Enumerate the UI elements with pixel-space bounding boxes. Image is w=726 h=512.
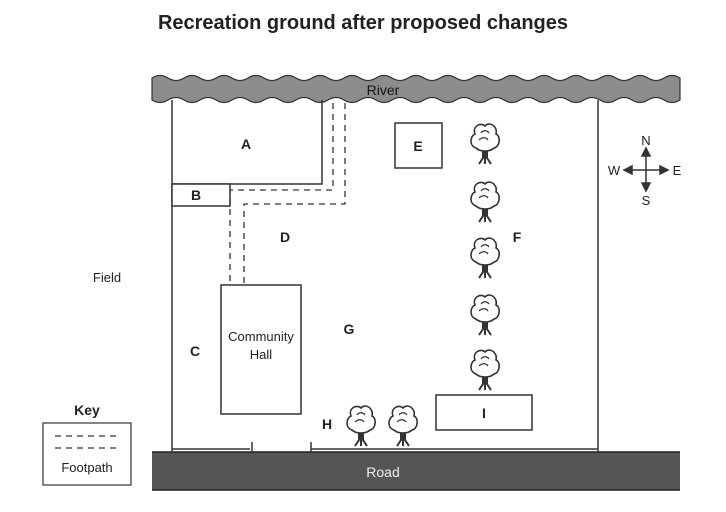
area-g-label: G [344,321,355,337]
area-b-label: B [191,187,201,203]
tree-icon [470,348,501,391]
community-hall-label-line1: Community [228,329,294,344]
map-title: Recreation ground after proposed changes [157,12,569,34]
compass-south: S [642,193,651,208]
tree-icon [388,404,419,447]
tree-icon [470,122,501,165]
river-band [151,74,681,104]
river-label: River [367,82,400,98]
compass-west: W [608,163,621,178]
key-box [42,422,132,486]
key-heading: Key [74,402,100,418]
compass-icon [622,146,670,193]
area-i-label: I [482,405,486,421]
area-e [394,122,443,169]
area-d-label: D [280,229,290,245]
key-footpath-label: Footpath [61,460,112,475]
community-hall-label-line2: Hall [250,347,273,362]
tree-icon [470,180,501,223]
area-e-label: E [413,138,422,154]
area-f-label: F [513,229,522,245]
road-label: Road [366,464,399,480]
footpath [229,103,346,284]
ground-boundary [171,100,599,452]
road-band [152,452,680,490]
tree-icon [470,236,501,279]
tree-icon [470,293,501,336]
compass-east: E [673,163,682,178]
tree-icon [346,404,377,447]
compass-north: N [641,133,650,148]
area-c-label: C [190,343,200,359]
community-hall [220,284,302,415]
area-h-label: H [322,416,332,432]
area-b [171,183,231,207]
area-a-label: A [241,136,251,152]
area-i [435,394,533,431]
field-label: Field [93,270,121,285]
